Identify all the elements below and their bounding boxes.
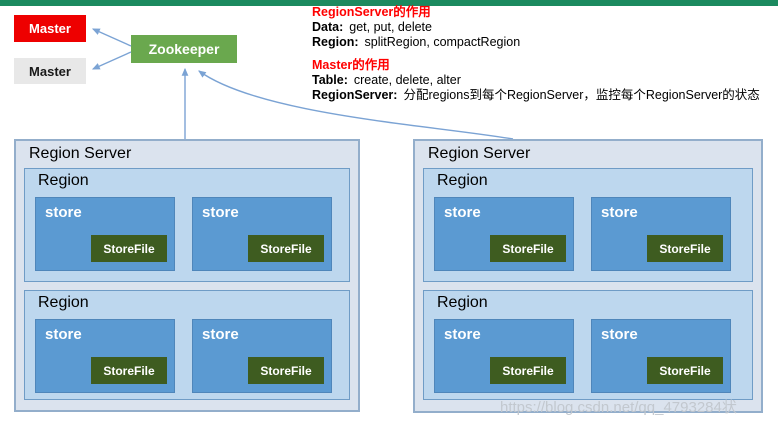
store-box: store StoreFile xyxy=(434,197,574,271)
store-label: store xyxy=(202,204,239,221)
annotation-line-region: Region: splitRegion, compactRegion xyxy=(312,35,520,50)
annotation-desc: splitRegion, compactRegion xyxy=(364,35,521,49)
annotation-desc: create, delete, alter xyxy=(353,73,461,87)
store-box: store StoreFile xyxy=(434,319,574,393)
store-file-box: StoreFile xyxy=(248,235,324,262)
store-label: store xyxy=(444,204,481,221)
store-file-label: StoreFile xyxy=(502,241,554,256)
store-label: store xyxy=(444,326,481,343)
store-file-box: StoreFile xyxy=(647,357,723,384)
region-title: Region xyxy=(38,294,89,311)
store-file-box: StoreFile xyxy=(248,357,324,384)
store-label: store xyxy=(601,326,638,343)
store-label: store xyxy=(45,204,82,221)
store-box: store StoreFile xyxy=(591,197,731,271)
node-zookeeper: Zookeeper xyxy=(131,35,237,63)
store-box: store StoreFile xyxy=(35,197,175,271)
store-file-label: StoreFile xyxy=(103,363,155,378)
node-master-active: Master xyxy=(14,15,86,42)
store-file-label: StoreFile xyxy=(502,363,554,378)
region-box: Region store StoreFile store StoreFile xyxy=(423,290,753,400)
region-server-title: Region Server xyxy=(428,145,531,162)
csdn-watermark: https://blog.csdn.net/qq_4793284状 xyxy=(500,399,737,416)
annotation-term: RegionServer: xyxy=(312,88,398,102)
annotation-desc: get, put, delete xyxy=(349,20,432,34)
region-title: Region xyxy=(38,172,89,189)
annotation-regionserver-heading: RegionServer的作用 xyxy=(312,5,431,19)
store-box: store StoreFile xyxy=(192,319,332,393)
region-title: Region xyxy=(437,172,488,189)
annotation-line-regionserver: RegionServer: 分配regions到每个RegionServer，监控… xyxy=(312,88,760,103)
annotation-master-role: Master的作用 Table: create, delete, alter Re… xyxy=(312,58,760,103)
region-box: Region store StoreFile store StoreFile xyxy=(24,290,350,400)
arrow-zookeeper-to-master-active xyxy=(91,28,132,47)
store-file-box: StoreFile xyxy=(91,235,167,262)
annotation-term: Data: xyxy=(312,20,344,34)
top-green-bar xyxy=(0,0,778,6)
node-master-standby-label: Master xyxy=(29,63,71,79)
node-zookeeper-label: Zookeeper xyxy=(148,41,220,57)
store-label: store xyxy=(45,326,82,343)
region-title: Region xyxy=(437,294,488,311)
store-file-box: StoreFile xyxy=(490,357,566,384)
store-file-label: StoreFile xyxy=(260,363,312,378)
store-file-box: StoreFile xyxy=(647,235,723,262)
store-box: store StoreFile xyxy=(192,197,332,271)
region-server-box-right: Region Server Region store StoreFile sto… xyxy=(413,139,763,413)
region-server-box-left: Region Server Region store StoreFile sto… xyxy=(14,139,360,412)
store-file-label: StoreFile xyxy=(659,241,711,256)
region-server-title: Region Server xyxy=(29,145,132,162)
store-box: store StoreFile xyxy=(591,319,731,393)
region-box: Region store StoreFile store StoreFile xyxy=(423,168,753,282)
store-file-label: StoreFile xyxy=(260,241,312,256)
annotation-master-heading: Master的作用 xyxy=(312,58,390,72)
node-master-standby: Master xyxy=(14,58,86,84)
annotation-desc: 分配regions到每个RegionServer，监控每个RegionServe… xyxy=(403,88,760,102)
annotation-regionserver-role: RegionServer的作用 Data: get, put, delete Re… xyxy=(312,5,520,50)
annotation-term: Table: xyxy=(312,73,348,87)
store-label: store xyxy=(202,326,239,343)
store-file-label: StoreFile xyxy=(103,241,155,256)
annotation-line-table: Table: create, delete, alter xyxy=(312,73,760,88)
store-file-box: StoreFile xyxy=(490,235,566,262)
arrow-zookeeper-to-master-standby xyxy=(91,51,132,70)
region-box: Region store StoreFile store StoreFile xyxy=(24,168,350,282)
node-master-active-label: Master xyxy=(29,21,71,36)
annotation-line-data: Data: get, put, delete xyxy=(312,20,520,35)
store-label: store xyxy=(601,204,638,221)
store-box: store StoreFile xyxy=(35,319,175,393)
annotation-term: Region: xyxy=(312,35,359,49)
store-file-label: StoreFile xyxy=(659,363,711,378)
store-file-box: StoreFile xyxy=(91,357,167,384)
